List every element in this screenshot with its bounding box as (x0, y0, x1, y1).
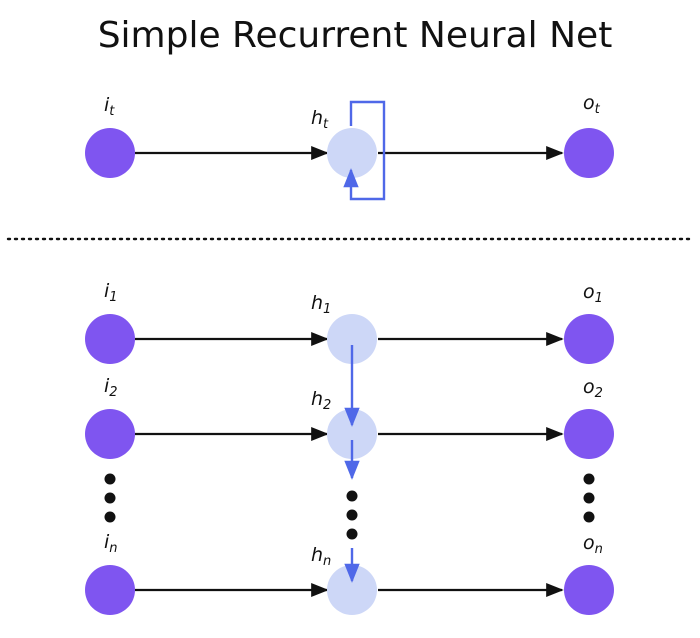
output-ellipsis-dot (583, 492, 595, 504)
row2-input-label: i2 (104, 375, 118, 400)
rown-hidden-node (327, 565, 377, 615)
diagram-title: Simple Recurrent Neural Net (98, 15, 613, 56)
input-ellipsis-dot (104, 492, 116, 504)
recurrent-loop-edge (343, 100, 386, 201)
rown-hidden-label: hn (311, 544, 331, 569)
ellipsis-dots (104, 473, 595, 540)
row1-hidden-label: h1 (311, 292, 331, 317)
input-ellipsis-dot (104, 511, 116, 523)
hidden-ellipsis-dot (346, 490, 358, 502)
row1-output-label: o1 (583, 281, 603, 306)
input-ellipsis-dot (104, 473, 116, 485)
folded-output-label: ot (583, 92, 601, 117)
folded-output-node (564, 128, 614, 178)
row2-output-node (564, 409, 614, 459)
row2-hidden-label: h2 (311, 388, 331, 413)
folded-input-node (85, 128, 135, 178)
rown-output-node (564, 565, 614, 615)
rown-output-label: on (583, 532, 603, 557)
hidden-ellipsis-dot (346, 528, 358, 540)
rown-input-label: in (104, 531, 118, 556)
row2-hidden-node (327, 409, 377, 459)
row1-hidden-node (327, 314, 377, 364)
output-ellipsis-dot (583, 511, 595, 523)
row1-input-node (85, 314, 135, 364)
output-ellipsis-dot (583, 473, 595, 485)
rown-input-node (85, 565, 135, 615)
row2-input-node (85, 409, 135, 459)
row1-output-node (564, 314, 614, 364)
row1-input-label: i1 (104, 280, 118, 305)
row2-output-label: o2 (583, 376, 603, 401)
folded-input-label: it (104, 94, 115, 119)
folded-hidden-label: ht (311, 107, 329, 132)
unrolled-rnn: i1 h1 o1 i2 h2 o2 in hn on (85, 280, 614, 615)
hidden-ellipsis-dot (346, 509, 358, 521)
folded-rnn: it ht ot (85, 92, 614, 201)
folded-hidden-node (327, 128, 377, 178)
